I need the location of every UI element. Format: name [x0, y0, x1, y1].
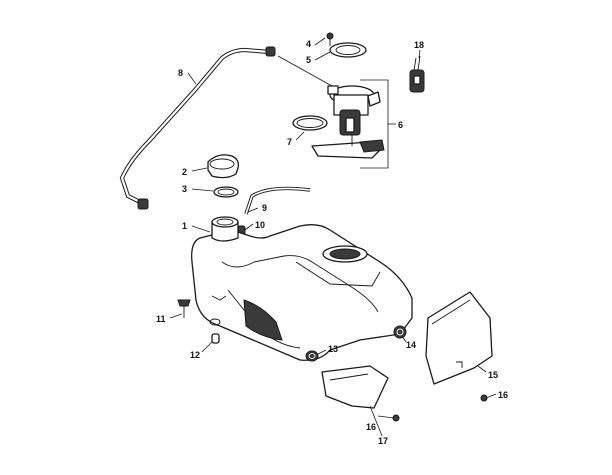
vent-tube: [244, 186, 311, 215]
pump-gasket: [292, 115, 328, 131]
hose-fitting-bottom: [137, 198, 149, 210]
vent-hose: [119, 46, 276, 210]
lock-ring: [329, 42, 367, 58]
cap-gasket: [213, 186, 239, 198]
mounting-bolt: [177, 299, 191, 318]
grommet: [209, 318, 221, 344]
callout-12: 12: [190, 350, 200, 360]
rubber-mount-right: [393, 325, 407, 339]
callout-16-right: 16: [498, 390, 508, 400]
heat-shield-left: [321, 365, 389, 409]
callout-5: 5: [306, 55, 311, 65]
callout-7: 7: [287, 137, 292, 147]
callout-2: 2: [182, 167, 187, 177]
callout-6: 6: [398, 120, 403, 130]
callout-10: 10: [255, 220, 265, 230]
heat-shield-right: [425, 291, 493, 385]
callout-1: 1: [182, 221, 187, 231]
rubber-mount-left: [305, 350, 319, 362]
callout-17: 17: [378, 436, 388, 446]
callout-8: 8: [178, 68, 183, 78]
wiring-connector: [409, 55, 425, 93]
callout-13: 13: [328, 344, 338, 354]
callout-4: 4: [306, 39, 311, 49]
screw: [326, 32, 334, 46]
fuel-tank: [191, 216, 413, 361]
callout-14: 14: [406, 340, 416, 350]
leader-lines: [169, 37, 497, 437]
fuel-pump-assembly: [311, 85, 385, 159]
callout-18: 18: [414, 40, 424, 50]
callout-16-left: 16: [366, 422, 376, 432]
fuel-cap: [207, 154, 240, 179]
callout-11: 11: [156, 314, 166, 324]
callout-9: 9: [262, 203, 267, 213]
callout-3: 3: [182, 184, 187, 194]
hose-fitting-top: [265, 46, 276, 57]
callout-15: 15: [488, 370, 498, 380]
callouts: 1 2 3 4 5 6 7 8 9 10 11 12 13 14 15 16 1…: [156, 39, 508, 446]
